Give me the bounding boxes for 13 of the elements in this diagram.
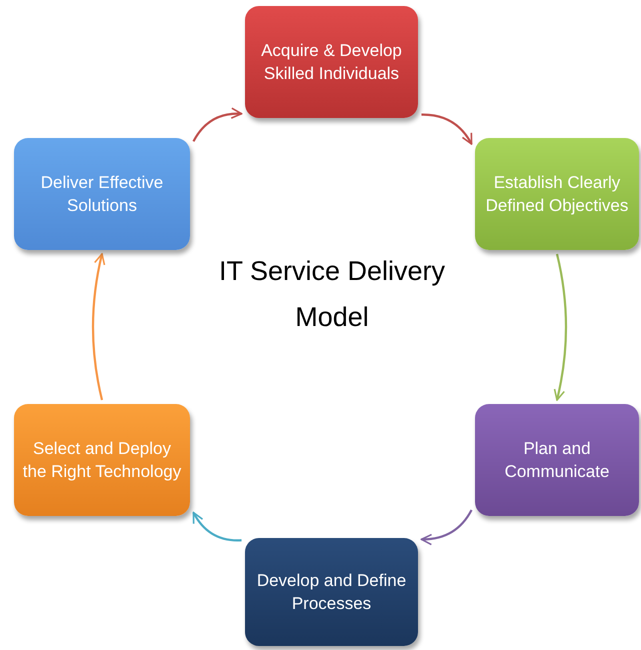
process-box: Develop and Define Processes (245, 538, 418, 646)
arrow (192, 108, 242, 142)
arrow (92, 253, 106, 400)
process-box: Acquire & Develop Skilled Individuals (245, 6, 418, 118)
process-box: Plan and Communicate (475, 404, 639, 516)
arrow (554, 254, 568, 401)
diagram-title: IT Service Delivery Model (218, 255, 446, 334)
arrow (420, 509, 472, 545)
arrow (421, 114, 472, 145)
process-box: Establish Clearly Defined Objectives (475, 138, 639, 250)
arrow (192, 512, 242, 542)
process-box: Select and Deploy the Right Technology (14, 404, 190, 516)
process-box: Deliver Effective Solutions (14, 138, 190, 250)
